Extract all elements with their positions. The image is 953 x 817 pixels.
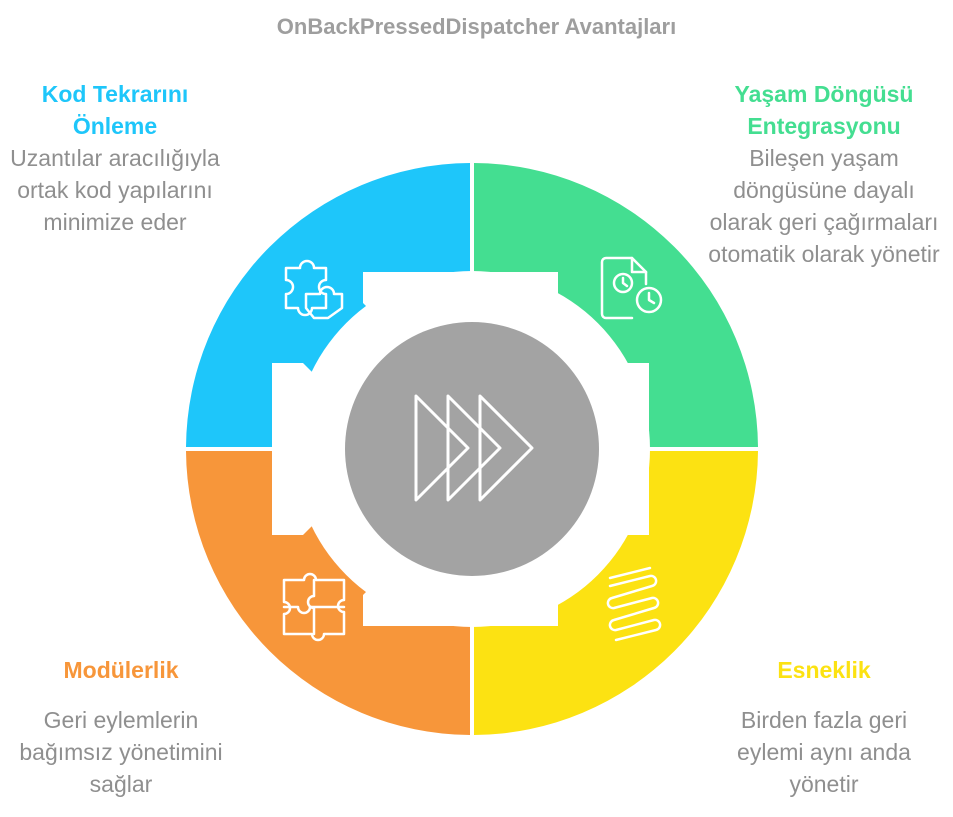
desc-modularity: Geri eylemlerin bağımsız yönetimini sağl…	[19, 707, 223, 797]
segment-bottom-left	[186, 451, 470, 735]
puzzle-grid-icon	[282, 572, 346, 642]
segment-top-left	[186, 163, 470, 447]
label-flexibility: Esneklik Birden fazla geri eylemi aynı a…	[708, 654, 940, 800]
puzzle-piece-icon	[284, 259, 344, 320]
desc-flexibility: Birden fazla geri eylemi aynı anda yönet…	[737, 707, 911, 797]
heading-lifecycle-integration: Yaşam Döngüsü Entegrasyonu	[734, 81, 914, 139]
heading-flexibility: Esneklik	[777, 657, 871, 683]
heading-code-duplication: Kod Tekrarını Önleme	[41, 81, 189, 139]
heading-modularity: Modülerlik	[63, 657, 179, 683]
desc-code-duplication: Uzantılar aracılığıyla ortak kod yapılar…	[10, 145, 220, 235]
label-code-duplication: Kod Tekrarını Önleme Uzantılar aracılığı…	[10, 78, 220, 238]
document-clock-icon	[600, 256, 663, 320]
label-lifecycle-integration: Yaşam Döngüsü Entegrasyonu Bileşen yaşam…	[708, 78, 940, 270]
segment-bottom-right	[474, 451, 758, 735]
desc-lifecycle-integration: Bileşen yaşam döngüsüne dayalı olarak ge…	[708, 145, 940, 267]
fast-forward-icon	[414, 394, 534, 502]
center-circle	[345, 322, 599, 576]
segment-top-right	[474, 163, 758, 447]
spring-icon	[606, 566, 662, 642]
label-modularity: Modülerlik Geri eylemlerin bağımsız yöne…	[10, 654, 232, 800]
diagram-title: OnBackPressedDispatcher Avantajları	[276, 14, 677, 39]
